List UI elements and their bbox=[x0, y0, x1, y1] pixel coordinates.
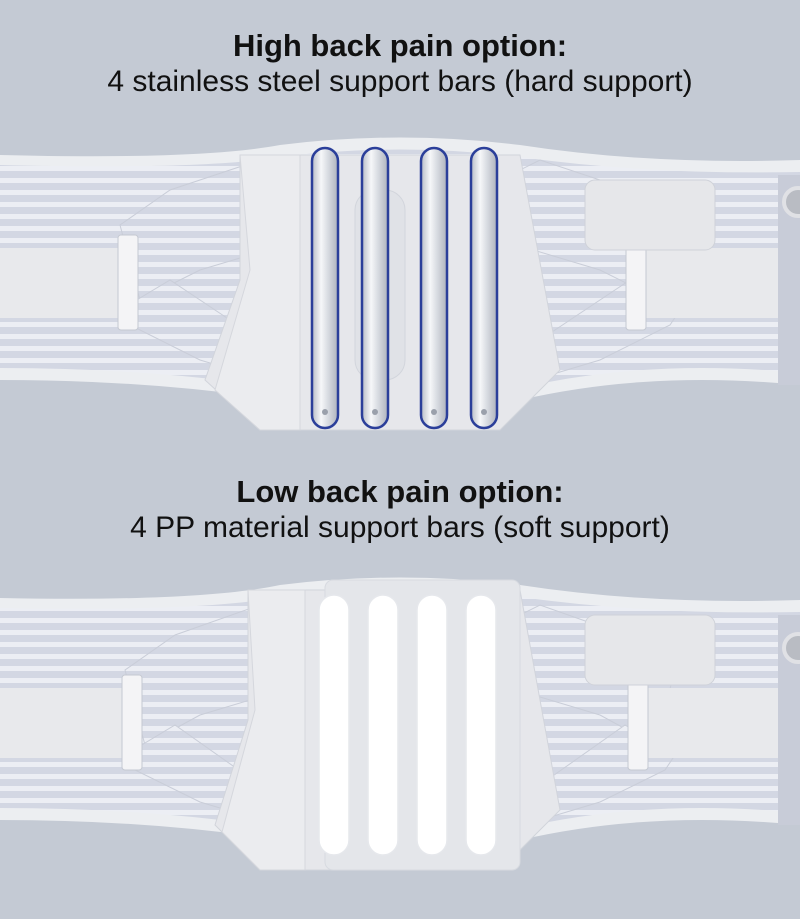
right-buckle bbox=[627, 674, 649, 771]
belt-pp-bars-image bbox=[0, 577, 800, 871]
right-tab bbox=[584, 614, 716, 686]
left-side-strap bbox=[0, 688, 132, 758]
center-panel-left-wing bbox=[221, 589, 306, 871]
steel-bars bbox=[310, 146, 499, 430]
right-snap-button bbox=[782, 186, 800, 218]
left-buckle bbox=[121, 674, 143, 771]
right-edge-panel bbox=[778, 615, 800, 825]
center-panel-left-wing bbox=[214, 154, 301, 431]
pp-bar bbox=[465, 594, 497, 856]
left-side-strap bbox=[0, 248, 128, 318]
right-edge-panel bbox=[778, 175, 800, 385]
high-back-pain-subtitle: 4 stainless steel support bars (hard sup… bbox=[107, 65, 693, 98]
pp-bar bbox=[416, 594, 448, 856]
pp-bar bbox=[367, 594, 399, 856]
low-back-pain-subtitle: 4 PP material support bars (soft support… bbox=[130, 511, 670, 544]
left-buckle bbox=[117, 234, 139, 331]
high-back-pain-heading: High back pain option: 4 stainless steel… bbox=[0, 28, 800, 100]
pp-bars bbox=[318, 594, 497, 856]
low-back-pain-title: Low back pain option: bbox=[236, 474, 564, 509]
belt-steel-bars-image bbox=[0, 137, 800, 431]
steel-bar bbox=[469, 146, 499, 430]
steel-bar bbox=[310, 146, 340, 430]
high-back-pain-title: High back pain option: bbox=[232, 28, 568, 63]
low-back-pain-heading: Low back pain option: 4 PP material supp… bbox=[0, 474, 800, 546]
right-side-strap bbox=[640, 688, 800, 758]
pp-bar bbox=[318, 594, 350, 856]
steel-bar bbox=[360, 146, 390, 430]
steel-bar bbox=[419, 146, 449, 430]
right-side-strap bbox=[640, 248, 800, 318]
right-snap-button bbox=[782, 632, 800, 664]
right-tab bbox=[584, 179, 716, 251]
